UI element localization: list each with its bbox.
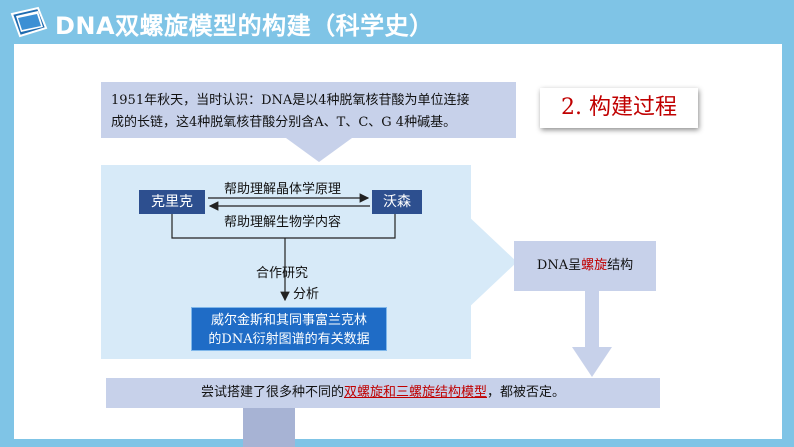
diffraction-data-line-2: 的DNA衍射图谱的有关数据: [208, 332, 370, 347]
helix-suffix: 结构: [607, 258, 634, 273]
section-title: 2. 构建过程: [540, 88, 698, 128]
down-arrow-icon: [286, 138, 352, 162]
failed-models-highlight: 双螺旋和三螺旋结构模型: [343, 385, 487, 400]
failed-models-suffix: ，都被否定。: [487, 385, 566, 400]
label-cooperate: 合作研究: [256, 266, 309, 281]
right-arrow-icon: [465, 213, 517, 311]
failed-models-prefix: 尝试搭建了很多种不同的: [200, 385, 344, 400]
background-info-box: 1951年秋天，当时认识：DNA是以4种脱氧核苷酸为单位连接 成的长链，这4种脱…: [101, 82, 516, 138]
continuation-arrow-stem: [243, 408, 295, 447]
diffraction-data-box: 威尔金斯和其同事富兰克林 的DNA衍射图谱的有关数据: [191, 307, 387, 351]
helix-down-arrow-icon: [572, 291, 612, 377]
node-crick: 克里克: [139, 190, 205, 214]
label-analyze: 分析: [293, 287, 320, 302]
book-icon: [10, 6, 48, 38]
page-title: DNA双螺旋模型的构建（科学史）: [55, 12, 434, 40]
failed-models-box: 尝试搭建了很多种不同的双螺旋和三螺旋结构模型，都被否定。: [106, 378, 660, 408]
helix-result-box: DNA呈螺旋结构: [514, 241, 656, 291]
node-watson: 沃森: [372, 190, 422, 214]
header-bar: DNA双螺旋模型的构建（科学史）: [0, 0, 794, 44]
diffraction-data-line-1: 威尔金斯和其同事富兰克林: [210, 313, 367, 328]
helix-prefix: DNA呈: [536, 258, 582, 273]
helix-highlight: 螺旋: [581, 258, 608, 273]
label-crystallography: 帮助理解晶体学原理: [224, 182, 342, 197]
label-biology: 帮助理解生物学内容: [224, 215, 342, 230]
background-info-line-1: 1951年秋天，当时认识：DNA是以4种脱氧核苷酸为单位连接: [111, 93, 470, 108]
background-info-line-2: 成的长链，这4种脱氧核苷酸分别含A、T、C、G 4种碱基。: [111, 115, 457, 130]
